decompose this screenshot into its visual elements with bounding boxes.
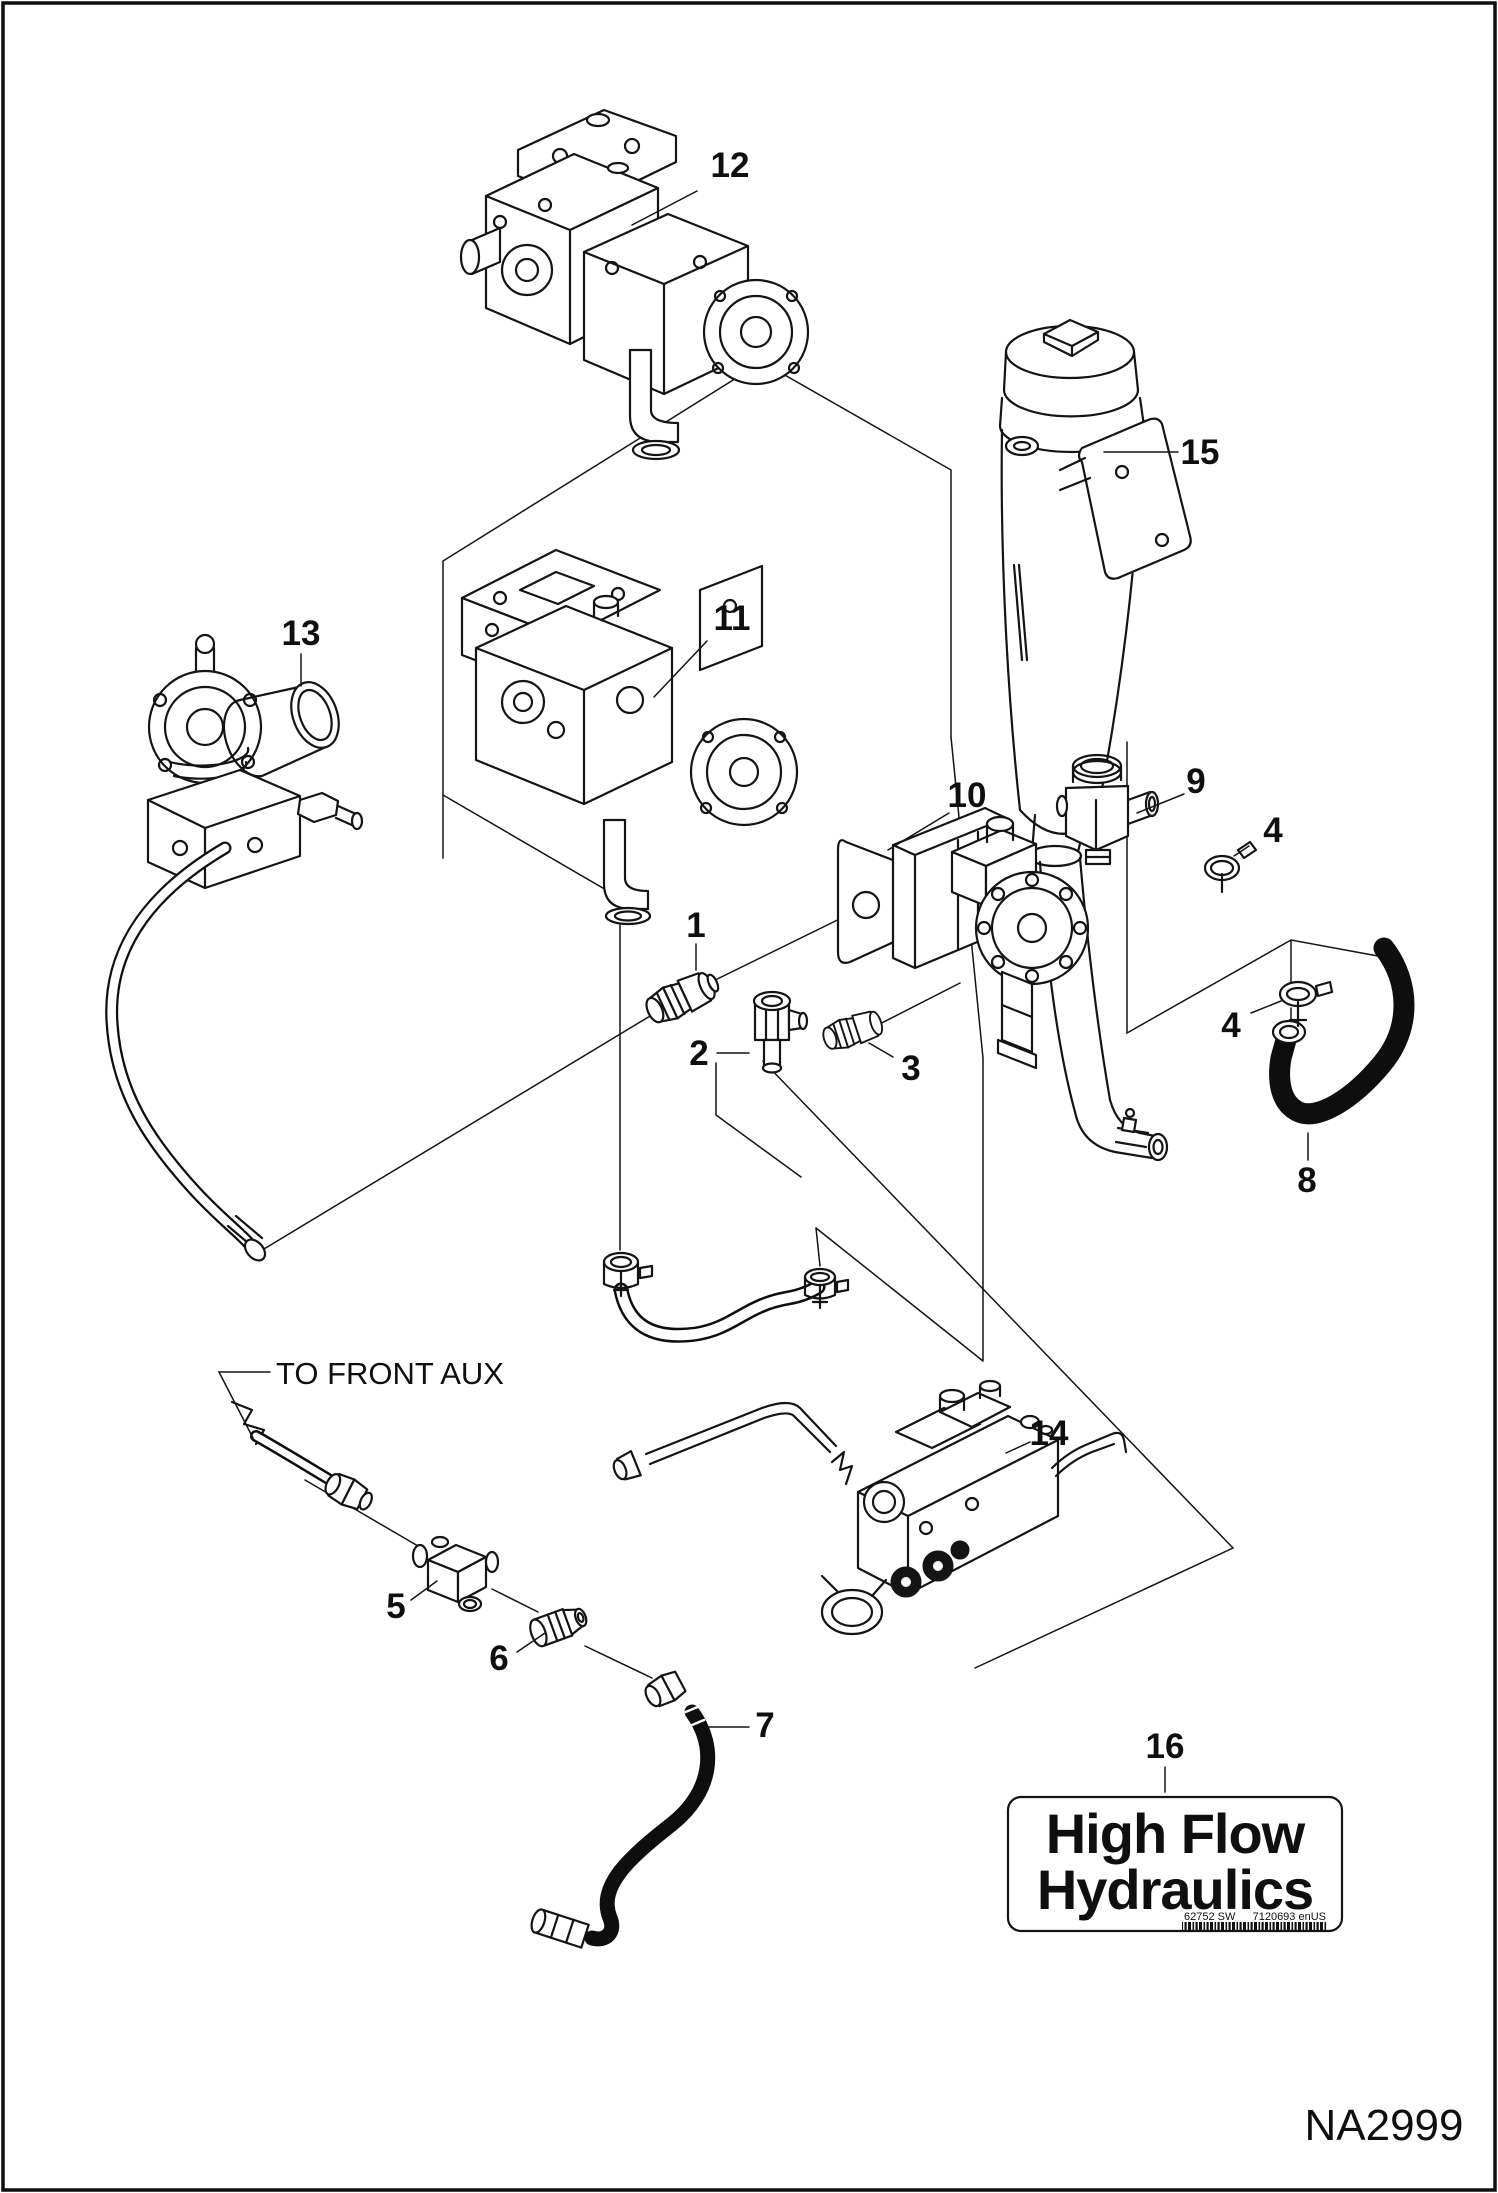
part-15-fill-tube xyxy=(998,318,1192,1162)
svg-text:12: 12 xyxy=(711,146,750,185)
decal-barcode xyxy=(1182,1922,1327,1931)
callout-12: 12 xyxy=(631,146,750,226)
svg-text:2: 2 xyxy=(689,1034,708,1073)
svg-text:9: 9 xyxy=(1186,762,1205,801)
part-12-tandem-pump xyxy=(459,108,810,461)
steel-tube xyxy=(612,1401,838,1481)
part-9-tee-fitting xyxy=(1055,753,1160,866)
part-13-valve-assembly xyxy=(105,633,364,1262)
callout-15: 15 xyxy=(1103,433,1220,472)
part-14-control-valve xyxy=(820,1379,1128,1636)
to-front-aux-annotation: TO FRONT AUX xyxy=(217,1356,504,1439)
decal-code-left: 62752 SW xyxy=(1184,1911,1236,1923)
part-1-fitting xyxy=(645,971,720,1024)
decal-code-right: 7120693 enUS xyxy=(1253,1911,1326,1923)
svg-text:4: 4 xyxy=(1263,811,1283,850)
part-6-fitting xyxy=(529,1607,588,1648)
middle-hose-assembly xyxy=(602,1251,850,1343)
part-16-decal: High Flow Hydraulics 62752 SW 7120693 en… xyxy=(1006,1795,1344,1933)
callout-4-lower: 4 xyxy=(1221,1000,1282,1045)
svg-text:14: 14 xyxy=(1030,1414,1069,1453)
svg-text:8: 8 xyxy=(1297,1161,1316,1200)
callout-6: 6 xyxy=(489,1632,546,1678)
to-front-aux-label: TO FRONT AUX xyxy=(276,1356,504,1391)
front-aux-hose-end xyxy=(230,1400,373,1511)
callout-1: 1 xyxy=(686,906,706,971)
decal-line1: High Flow xyxy=(1046,1802,1306,1865)
part-5-tee-fitting xyxy=(411,1535,500,1613)
part-2-elbow-fitting xyxy=(752,990,809,1074)
part-8-hose xyxy=(1269,937,1415,1125)
decal-box xyxy=(1006,1795,1344,1933)
callout-9: 9 xyxy=(1136,762,1206,814)
svg-text:4: 4 xyxy=(1221,1006,1241,1045)
svg-text:1: 1 xyxy=(686,906,705,945)
svg-text:5: 5 xyxy=(386,1587,405,1626)
svg-text:13: 13 xyxy=(282,614,321,653)
part-10-gear-pump xyxy=(836,806,1090,1070)
callout-4-upper: 4 xyxy=(1233,811,1283,857)
callout-8: 8 xyxy=(1297,1132,1317,1200)
part-4-clamp-lower xyxy=(1278,980,1334,1028)
callouts: 1 2 3 4 4 5 6 7 8 9 10 11 12 13 14 15 16 xyxy=(282,146,1317,1793)
svg-text:15: 15 xyxy=(1181,433,1220,472)
svg-text:3: 3 xyxy=(901,1049,920,1088)
part-3-fitting xyxy=(822,1010,884,1050)
callout-5: 5 xyxy=(386,1580,438,1626)
decal-line2: Hydraulics xyxy=(1037,1858,1313,1921)
callout-11: 11 xyxy=(653,599,751,698)
svg-text:6: 6 xyxy=(489,1639,508,1678)
callout-7: 7 xyxy=(704,1706,775,1745)
svg-text:11: 11 xyxy=(714,599,751,638)
callout-3: 3 xyxy=(868,1042,921,1088)
svg-text:16: 16 xyxy=(1146,1727,1185,1766)
callout-13: 13 xyxy=(282,614,321,687)
part-4-clamp-upper xyxy=(1203,840,1258,894)
svg-text:7: 7 xyxy=(755,1706,774,1745)
callout-16: 16 xyxy=(1146,1727,1185,1793)
callout-10: 10 xyxy=(887,776,987,851)
drawing-number: NA2999 xyxy=(1304,2101,1463,2150)
part-7-hose xyxy=(530,1670,716,1949)
part-11-pump-with-bracket xyxy=(460,548,799,926)
grouping-lines xyxy=(258,361,1379,1679)
callout-14: 14 xyxy=(1005,1414,1069,1454)
svg-text:10: 10 xyxy=(948,776,987,815)
callout-2: 2 xyxy=(689,1034,750,1073)
